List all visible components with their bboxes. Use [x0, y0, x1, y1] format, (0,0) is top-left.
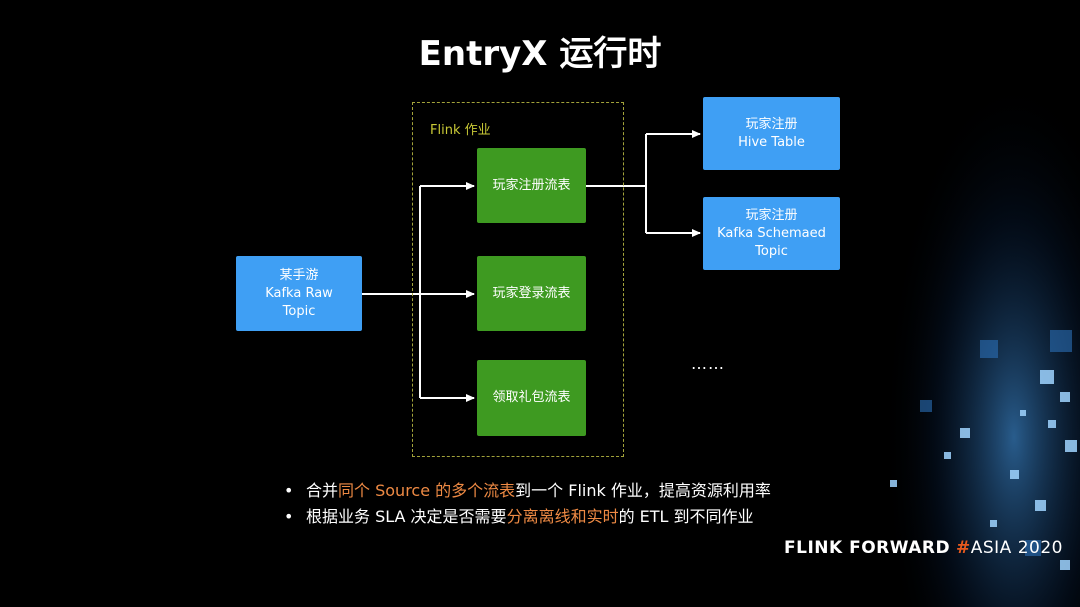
brand-name: FLINK FORWARD [784, 538, 951, 558]
bullet-text: 根据业务 SLA 决定是否需要分离离线和实时的 ETL 到不同作业 [306, 504, 754, 530]
sink-node-kafka-schemaed-topic: 玩家注册 Kafka Schemaed Topic [703, 197, 840, 270]
bullet-2-part-3: 的 ETL 到不同作业 [618, 507, 754, 526]
bullet-dot-icon: • [284, 481, 294, 500]
bullet-dot-icon: • [284, 507, 294, 526]
stream-node-gift: 领取礼包流表 [477, 360, 586, 436]
more-sinks-ellipsis: …… [691, 354, 725, 373]
sink-hive-line-2: Hive Table [738, 134, 805, 150]
sink-kafka-line-3: Topic [755, 243, 788, 259]
bullet-item: • 根据业务 SLA 决定是否需要分离离线和实时的 ETL 到不同作业 [284, 504, 864, 530]
source-node-kafka-raw-topic: 某手游 Kafka Raw Topic [236, 256, 362, 331]
event-branding: FLINK FORWARD #ASIA 2020 [784, 538, 1063, 558]
brand-hash: # [956, 538, 971, 558]
bullet-1-part-3: 到一个 Flink 作业，提高资源利用率 [515, 481, 771, 500]
bullet-1-highlight: 同个 Source 的多个流表 [338, 481, 516, 500]
bullet-list: • 合并同个 Source 的多个流表到一个 Flink 作业，提高资源利用率 … [284, 478, 864, 530]
background-cubes-decoration [860, 0, 1080, 607]
bullet-text: 合并同个 Source 的多个流表到一个 Flink 作业，提高资源利用率 [306, 478, 771, 504]
stream-node-gift-label: 领取礼包流表 [492, 390, 571, 405]
sink-hive-line-1: 玩家注册 [745, 116, 798, 132]
source-node-line-1: 某手游 [279, 267, 319, 283]
source-node-line-2: Kafka Raw [265, 285, 333, 301]
flink-job-group [412, 102, 624, 457]
slide-title: EntryX 运行时 [418, 34, 662, 74]
stream-node-register: 玩家注册流表 [477, 148, 586, 223]
stream-node-login: 玩家登录流表 [477, 256, 586, 331]
event-name: ASIA 2020 [970, 538, 1063, 558]
bullet-1-part-1: 合并 [306, 481, 339, 500]
source-node-line-3: Topic [282, 303, 316, 319]
sink-kafka-line-2: Kafka Schemaed [717, 225, 826, 241]
flink-job-group-label: Flink 作业 [430, 123, 491, 138]
sink-kafka-line-1: 玩家注册 [745, 207, 798, 223]
stream-node-register-label: 玩家注册流表 [492, 177, 571, 193]
sink-node-hive-table: 玩家注册 Hive Table [703, 97, 840, 170]
bullet-item: • 合并同个 Source 的多个流表到一个 Flink 作业，提高资源利用率 [284, 478, 864, 504]
bullet-2-part-1: 根据业务 SLA 决定是否需要 [306, 507, 507, 526]
bullet-2-highlight: 分离离线和实时 [506, 507, 619, 526]
stream-node-login-label: 玩家登录流表 [492, 285, 571, 301]
